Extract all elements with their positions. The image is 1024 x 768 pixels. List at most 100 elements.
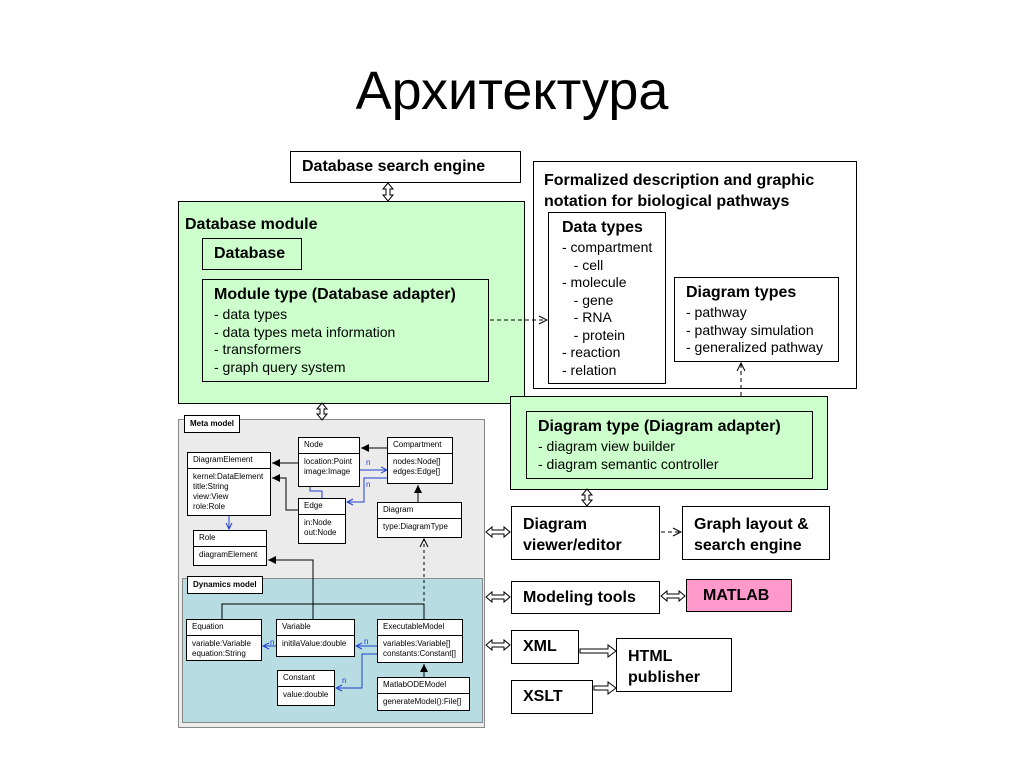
meta-model-title: Meta model: [184, 415, 241, 433]
class-name: Constant: [278, 671, 334, 687]
list-item: - relation: [562, 361, 617, 378]
class-name: DiagramElement: [188, 453, 270, 469]
list-item: - diagram view builder: [538, 438, 675, 454]
diagram-types-box: Diagram types - pathway - pathway simula…: [674, 277, 839, 362]
diagram-adapter-title: Diagram type (Diagram adapter): [538, 418, 781, 435]
diagram-viewer-box[interactable]: Diagram viewer/editor: [511, 506, 660, 560]
list-item: - graph query system: [214, 358, 346, 375]
dynamics-bus: [221, 603, 425, 619]
class-attr: diagramElement: [199, 550, 258, 559]
module-type-box: Module type (Database adapter) - data ty…: [202, 279, 489, 382]
multiplicity-label: n: [342, 676, 347, 685]
class-attr: role:Role: [193, 502, 226, 511]
html-publisher-box[interactable]: HTML publisher: [616, 638, 732, 692]
page-title: Архитектура: [355, 61, 669, 121]
multiplicity-label: n: [366, 480, 371, 489]
list-item: - generalized pathway: [686, 339, 823, 355]
formalized-description-title: Formalized description and graphic notat…: [544, 172, 815, 210]
search-engine-label: Database search engine: [302, 158, 486, 175]
multiplicity-label: n: [364, 637, 369, 646]
list-item: - pathway simulation: [686, 321, 814, 338]
class-attr: equation:String: [192, 649, 246, 658]
double-arrow-search-db: [381, 182, 395, 202]
class-attr: location:Point: [304, 457, 353, 466]
dynamics-model-title: Dynamics model: [187, 576, 263, 594]
gen-variable-role: [268, 556, 314, 619]
uml-class-variable[interactable]: Variable initilaValue:double: [276, 619, 355, 657]
module-type-title: Module type (Database adapter): [214, 286, 456, 303]
class-name: Diagram: [378, 503, 461, 519]
class-name: Node: [299, 438, 359, 454]
class-name: MatlabODEModel: [378, 678, 469, 694]
diagram-adapter-box: Diagram type (Diagram adapter) - diagram…: [526, 411, 813, 479]
class-name: Compartment: [388, 438, 452, 454]
matlab-box[interactable]: MATLAB: [686, 579, 792, 612]
list-item: - data types: [214, 306, 288, 322]
uml-class-matlab-ode-model[interactable]: MatlabODEModel generateModel():File[]: [377, 677, 470, 711]
list-item: - data types meta information: [214, 323, 396, 340]
class-name: Edge: [299, 499, 345, 515]
uml-class-diagram[interactable]: Diagram type:DiagramType: [377, 502, 462, 538]
class-name: Variable: [277, 620, 354, 636]
uml-class-compartment[interactable]: Compartment nodes:Node[]edges:Edge[]: [387, 437, 453, 484]
multiplicity-label: n: [270, 638, 275, 647]
uml-class-executable-model[interactable]: ExecutableModel variables:Variable[]cons…: [377, 619, 463, 663]
class-attr: edges:Edge[]: [393, 467, 441, 476]
diagram-types-list: - pathway - pathway simulation - general…: [686, 304, 838, 357]
multiplicity-label: n: [366, 458, 371, 467]
class-attr: type:DiagramType: [383, 522, 448, 531]
database-label: Database: [214, 245, 286, 262]
data-types-title: Data types: [562, 219, 643, 236]
data-types-box: Data types - compartment - cell - molecu…: [548, 212, 666, 384]
list-item: - molecule: [562, 274, 627, 290]
module-type-list: - data types - data types meta informati…: [214, 306, 488, 376]
class-attr: image:Image: [304, 467, 351, 476]
class-attr: out:Node: [304, 528, 337, 537]
data-types-list: - compartment - cell - molecule - gene -…: [562, 239, 665, 379]
class-attr: variables:Variable[]: [383, 639, 451, 648]
class-name: Equation: [187, 620, 261, 636]
graph-layout-box[interactable]: Graph layout & search engine: [682, 506, 830, 560]
list-item: - gene: [562, 291, 614, 308]
list-item: - reaction: [562, 344, 621, 360]
search-engine-box[interactable]: Database search engine: [290, 151, 521, 183]
class-attr: in:Node: [304, 518, 332, 527]
uml-class-constant[interactable]: Constant value:double: [277, 670, 335, 706]
list-item: - pathway: [686, 304, 747, 320]
gen-edge-element: [272, 474, 298, 511]
arrow-xslt-html: [593, 681, 617, 695]
diagram-types-title: Diagram types: [686, 284, 797, 301]
list-item: - cell: [562, 256, 604, 273]
class-attr: view:View: [193, 492, 229, 501]
class-attr: title:String: [193, 482, 229, 491]
list-item: - diagram semantic controller: [538, 455, 719, 472]
double-arrow-meta-modeling: [485, 590, 511, 604]
xslt-box[interactable]: XSLT: [511, 680, 593, 714]
class-attr: variable:Variable: [192, 639, 251, 648]
class-name: ExecutableModel: [378, 620, 462, 636]
double-arrow-meta-xml: [485, 638, 511, 652]
xml-box[interactable]: XML: [511, 630, 579, 664]
class-attr: value:double: [283, 690, 329, 699]
diagram-adapter-list: - diagram view builder - diagram semanti…: [538, 438, 812, 473]
database-box[interactable]: Database: [202, 238, 302, 270]
class-attr: generateModel():File[]: [383, 697, 462, 706]
class-name: Role: [194, 531, 266, 547]
list-item: - compartment: [562, 239, 653, 255]
uml-class-role[interactable]: Role diagramElement: [193, 530, 267, 566]
class-attr: nodes:Node[]: [393, 457, 441, 466]
class-attr: kernel:DataElement: [193, 472, 264, 481]
double-arrow-adapter-viewer: [580, 488, 594, 507]
database-module-title: Database module: [185, 216, 318, 233]
list-item: - RNA: [562, 309, 612, 325]
arrow-xml-html: [579, 644, 617, 658]
double-arrow-meta-viewer: [485, 525, 511, 539]
class-attr: initilaValue:double: [282, 639, 347, 648]
class-attr: constants:Constant[]: [383, 649, 456, 658]
modeling-tools-box[interactable]: Modeling tools: [511, 581, 660, 614]
